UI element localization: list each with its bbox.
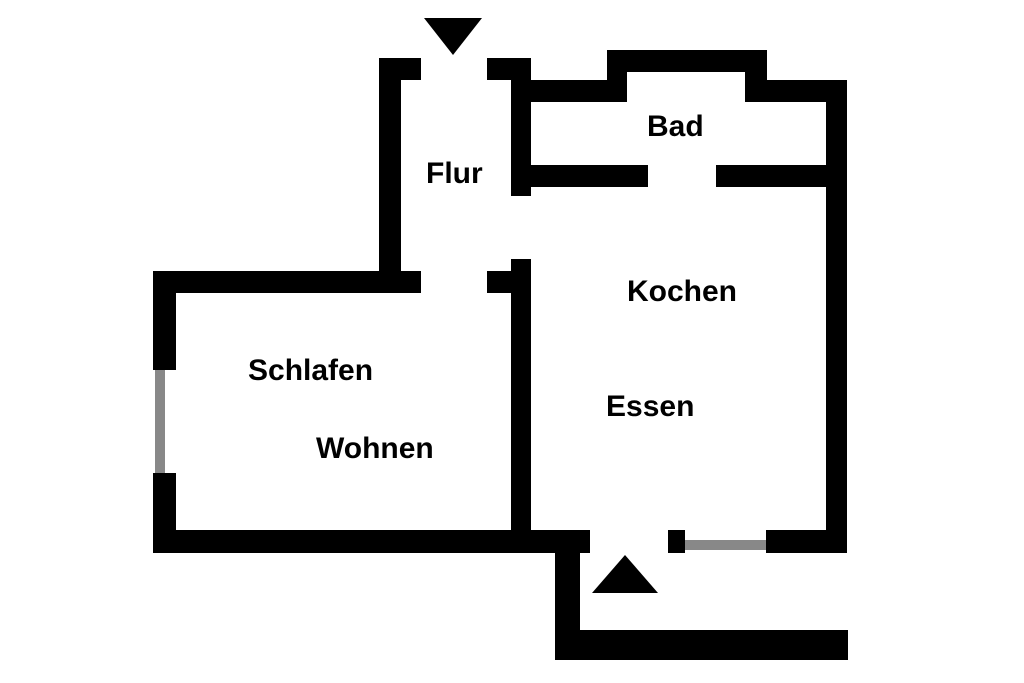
wall-bad-top-right — [745, 80, 847, 102]
room-label-bad: Bad — [647, 110, 704, 143]
wall-bad-top-left — [511, 80, 627, 102]
wall-flur-right-upper — [511, 58, 531, 196]
window-left — [155, 370, 165, 473]
wall-bottom-right — [766, 530, 847, 553]
room-label-flur: Flur — [426, 157, 483, 190]
wall-corridor-bottom — [555, 630, 848, 660]
walls — [153, 50, 848, 660]
room-label-essen: Essen — [606, 390, 694, 423]
arrow-up-triangle-icon — [592, 555, 658, 593]
wall-bad-bump-top — [607, 50, 767, 72]
arrow-down-triangle-icon — [424, 18, 482, 55]
wall-bottom-left — [153, 530, 590, 553]
wall-wohnen-top-door-stub — [401, 271, 421, 293]
wall-left-upper — [153, 271, 176, 370]
room-label-kochen: Kochen — [627, 275, 737, 308]
room-label-wohnen: Wohnen — [316, 432, 434, 465]
windows — [155, 370, 766, 550]
wall-bad-bottom-right — [716, 165, 826, 187]
wall-flur-left — [379, 58, 401, 292]
wall-right-exterior — [826, 80, 847, 553]
window-bottom — [685, 540, 766, 550]
wall-flur-top-left-stub — [379, 58, 421, 80]
wall-divider-wohnen-kochen — [511, 259, 531, 553]
wall-wohnen-top — [153, 271, 401, 293]
wall-bottom-door-stub — [668, 530, 685, 553]
wall-bad-bottom-left — [531, 165, 648, 187]
room-label-schlafen: Schlafen — [248, 354, 373, 387]
